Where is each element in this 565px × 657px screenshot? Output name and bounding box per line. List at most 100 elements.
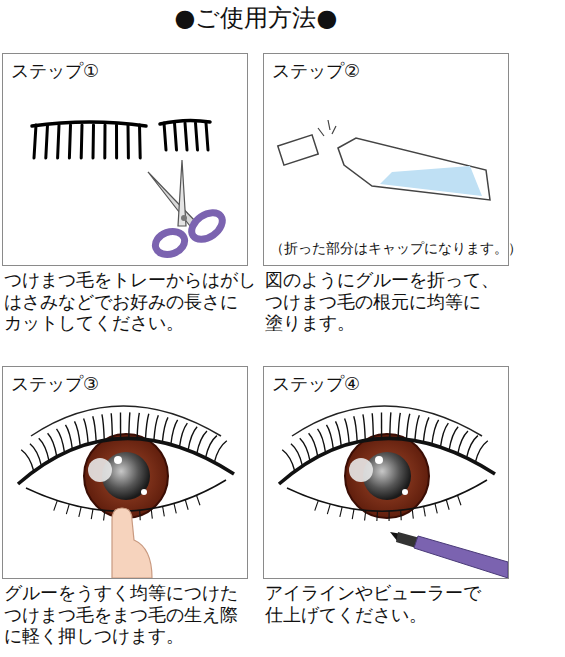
lash-stroke	[171, 420, 178, 445]
highlight	[114, 456, 122, 464]
iris	[84, 434, 168, 518]
lash-stroke	[57, 429, 65, 453]
lash-stroke	[58, 125, 59, 158]
lash-stroke	[197, 495, 200, 505]
lash-stroke	[127, 125, 130, 158]
lash-stroke	[79, 507, 81, 517]
lash-stroke	[475, 441, 487, 463]
lash-stroke	[129, 412, 130, 438]
lash-stroke	[103, 125, 106, 158]
lower-lid	[287, 480, 487, 511]
step-caption: 図のようにグルーを折って、 つけまつ毛の根元に均等に 塗ります。	[265, 269, 527, 334]
lash-stroke	[340, 507, 342, 517]
lash-stroke	[104, 510, 105, 520]
lash-stroke	[188, 427, 197, 450]
step-heading: ステップ②	[272, 60, 360, 82]
lash-stroke	[138, 125, 142, 158]
lash-stroke	[206, 436, 217, 458]
false-lashes	[32, 120, 210, 158]
lash-stroke	[412, 509, 413, 519]
lash-stroke	[69, 125, 70, 158]
lash-stroke	[66, 504, 69, 514]
step-caption: グルーをうすく均等につけた つけまつ毛をまつ毛の生え際 に軽く押しつけます。	[4, 582, 266, 647]
lash-stroke	[163, 506, 165, 516]
lash-stroke	[84, 419, 89, 444]
lash-stroke	[458, 495, 461, 505]
lash-stroke	[327, 504, 330, 514]
lash-stroke	[309, 433, 318, 456]
highlight	[141, 489, 147, 495]
step-panel: ステップ②（折った部分はキャップになります。）図のようにグルーを折って、 つけま…	[263, 53, 509, 266]
lash-stroke	[435, 503, 437, 513]
scissors	[148, 160, 227, 258]
lash-stroke	[185, 123, 187, 150]
lash-stroke	[363, 414, 365, 440]
upper-lid	[279, 438, 495, 484]
lash-stroke	[214, 441, 226, 463]
crease	[31, 406, 221, 436]
lash-stroke	[352, 509, 354, 519]
lash-stroke	[92, 125, 96, 158]
lash-stroke	[91, 509, 93, 519]
lash-stroke	[196, 123, 198, 150]
step-heading: ステップ①	[11, 60, 99, 82]
lash-stroke	[174, 503, 176, 513]
page-title: ●ご使用方法●	[0, 2, 512, 34]
lash-stroke	[318, 429, 326, 453]
lash-stroke	[336, 421, 342, 446]
lash-stroke	[376, 511, 378, 521]
lash-stroke	[300, 438, 310, 461]
lash-stroke	[440, 423, 448, 447]
lash-stroke	[137, 413, 139, 439]
eyeliner-pen	[390, 532, 508, 578]
lash-stroke	[424, 506, 426, 516]
glue-tube	[278, 120, 490, 200]
eye	[18, 406, 234, 521]
lash-stroke	[185, 500, 188, 510]
lash-stroke	[46, 125, 48, 158]
eye	[279, 406, 495, 521]
note-text: （折った部分はキャップになります。）	[270, 240, 522, 257]
lash-stroke	[315, 501, 319, 511]
lash-stroke	[406, 414, 409, 440]
lash-stroke	[75, 421, 81, 446]
lash-stroke	[291, 444, 302, 466]
lash-stroke	[151, 509, 152, 519]
lash-stroke	[449, 427, 458, 450]
step-caption: アイラインやビューラーで 仕上げてください。	[265, 582, 527, 625]
lash-stroke	[206, 123, 208, 150]
crease	[292, 406, 482, 436]
lower-lid	[26, 480, 226, 511]
lash-stroke	[179, 423, 187, 447]
lash-stroke	[30, 444, 41, 466]
highlight	[402, 489, 408, 495]
lash-stroke	[458, 431, 468, 454]
step-panel: ステップ①つけまつ毛をトレーからはがし はさみなどでお好みの長さに カットしてく…	[2, 53, 248, 266]
lash-stroke	[365, 510, 366, 520]
lash-stroke	[21, 450, 34, 471]
lash-stroke	[326, 425, 333, 450]
lash-stroke	[145, 414, 148, 440]
lash-stroke	[175, 123, 177, 150]
lash-stroke	[400, 510, 402, 520]
lash-stroke	[48, 433, 57, 456]
lash-stroke	[139, 510, 141, 520]
lash-stroke	[415, 415, 420, 440]
lash-stroke	[432, 420, 439, 445]
lash-stroke	[54, 501, 58, 511]
step-panel: ステップ④アイラインやビューラーで 仕上げてください。	[263, 366, 509, 579]
lash-stroke	[80, 125, 84, 158]
lash-stroke	[389, 511, 390, 521]
lash-stroke	[154, 415, 159, 440]
step-panel: ステップ③グルーをうすく均等につけた つけまつ毛をまつ毛の生え際 に軽く押しつけ…	[2, 366, 248, 579]
lash-stroke	[354, 416, 357, 442]
lash-stroke	[65, 425, 72, 450]
lash-stroke	[34, 125, 36, 158]
lash-stroke	[162, 417, 168, 442]
lash-stroke	[102, 414, 104, 440]
lash-stroke	[423, 417, 429, 442]
finger	[112, 508, 152, 578]
iris	[345, 434, 429, 518]
step-caption: つけまつ毛をトレーからはがし はさみなどでお好みの長さに カットしてください。	[4, 269, 266, 334]
lash-stroke	[282, 450, 295, 471]
